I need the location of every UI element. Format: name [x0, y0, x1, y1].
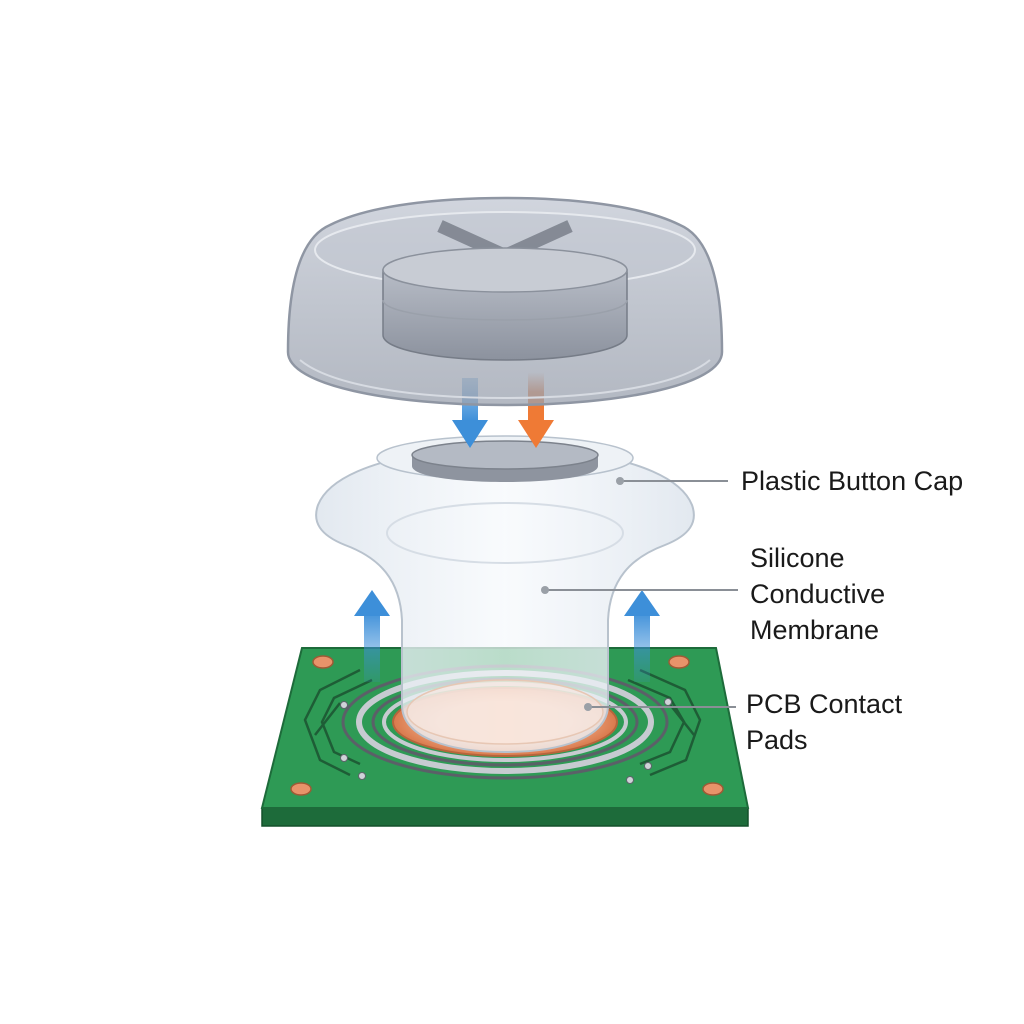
plastic-button-cap: [286, 196, 724, 407]
label-plastic-button-cap: Plastic Button Cap: [741, 466, 964, 496]
label-line: Pads: [746, 725, 808, 755]
label-line: PCB Contact: [746, 689, 903, 719]
blue-up-arrow-icon: [354, 590, 390, 682]
label-line: Silicone: [750, 543, 845, 573]
blue-up-arrow-icon: [624, 590, 660, 682]
pcb-mounting-pads: [290, 655, 724, 796]
label-pcb-contact-pads: PCB Contact Pads: [746, 686, 902, 758]
leader-lines: [545, 480, 738, 708]
pcb-via-dots: [340, 698, 672, 784]
label-line: Conductive: [750, 579, 886, 609]
label-silicone-conductive-membrane: Silicone Conductive Membrane: [750, 540, 885, 648]
leader-dots: [541, 477, 624, 711]
label-line: Membrane: [750, 615, 880, 645]
silicone-membrane: [315, 435, 695, 754]
pcb-traces: [303, 668, 702, 777]
